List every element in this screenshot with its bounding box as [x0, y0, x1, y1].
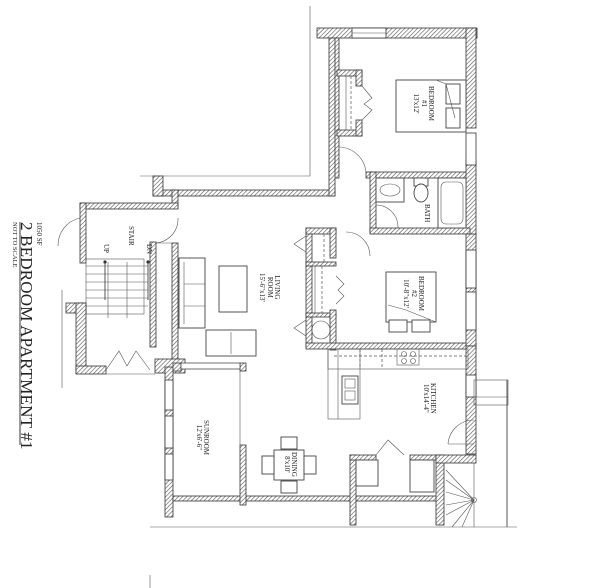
- bed-bedroom1: [395, 79, 467, 133]
- bath-fixtures: [369, 171, 471, 235]
- scale-note: NOT TO SCALE: [10, 222, 18, 268]
- title-block: 1050 SF 2 BEDROOM APARTMENT #1 NOT TO SC…: [10, 222, 43, 450]
- living-furniture: [178, 257, 257, 357]
- label-stair-up: UP: [102, 244, 110, 253]
- label-bath: BATH: [423, 204, 431, 223]
- living-walls: [79, 37, 477, 364]
- label-dining: DINING 8'x10': [282, 452, 298, 477]
- label-bedroom2: BEDROOM #2 10'-8"x12': [402, 276, 425, 312]
- kitchen-counters: [327, 348, 469, 493]
- bed-bedroom2: [385, 271, 437, 333]
- label-stair: STAIR: [127, 226, 135, 246]
- property-lines: [61, 6, 311, 588]
- label-stair-down: DN: [145, 244, 153, 255]
- label-sunroom: SUNROOM 12'x6'-6": [194, 420, 210, 456]
- label-bedroom1: BEDROOM #1 13'x12': [412, 86, 435, 122]
- dining-table: [261, 436, 317, 494]
- stair: [57, 202, 186, 375]
- lower-walls: [150, 345, 517, 528]
- label-living-room: LIVING ROOM 15'-6"x13': [258, 273, 281, 302]
- area-label: 1050 SF: [35, 222, 43, 246]
- label-kitchen: KITCHEN 10'x14'-4": [421, 383, 437, 414]
- page-title: 2 BEDROOM APARTMENT #1: [16, 222, 36, 450]
